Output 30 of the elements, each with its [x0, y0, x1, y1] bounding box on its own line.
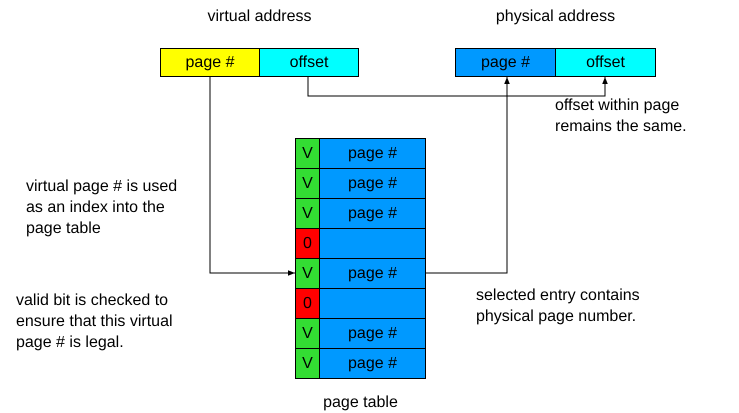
- valid-bit-cell: V: [295, 198, 320, 229]
- arrow: [210, 76, 296, 276]
- valid-bit-cell: V: [295, 348, 320, 379]
- valid-bit-cell: V: [295, 168, 320, 199]
- arrow: [426, 76, 510, 274]
- valid-bit-cell: V: [295, 138, 320, 169]
- page-frame-cell: page #: [319, 138, 426, 169]
- page-frame-cell: [319, 288, 426, 319]
- valid-bit-cell: V: [295, 318, 320, 349]
- page-frame-cell: page #: [319, 258, 426, 289]
- valid-bit-cell: V: [295, 258, 320, 289]
- page-frame-cell: page #: [319, 168, 426, 199]
- page-number-field: page #: [160, 48, 260, 77]
- address-title: virtual address: [206, 8, 313, 26]
- arrow: [308, 76, 608, 96]
- note: virtual page # is used as an index into the page table: [26, 177, 178, 239]
- page-frame-cell: [319, 228, 426, 259]
- page-frame-cell: page #: [319, 198, 426, 229]
- note: valid bit is checked to ensure that this virtual page # is legal.: [16, 291, 174, 353]
- page-number-field: page #: [455, 48, 556, 77]
- note: offset within page remains the same.: [555, 96, 688, 137]
- page-frame-cell: page #: [319, 348, 426, 379]
- valid-bit-cell: 0: [295, 288, 320, 319]
- valid-bit-cell: 0: [295, 228, 320, 259]
- offset-field: offset: [259, 48, 359, 77]
- table-caption: page table: [322, 394, 399, 412]
- page-frame-cell: page #: [319, 318, 426, 349]
- address-title: physical address: [494, 8, 616, 26]
- offset-field: offset: [555, 48, 656, 77]
- note: selected entry contains physical page number.: [476, 286, 641, 327]
